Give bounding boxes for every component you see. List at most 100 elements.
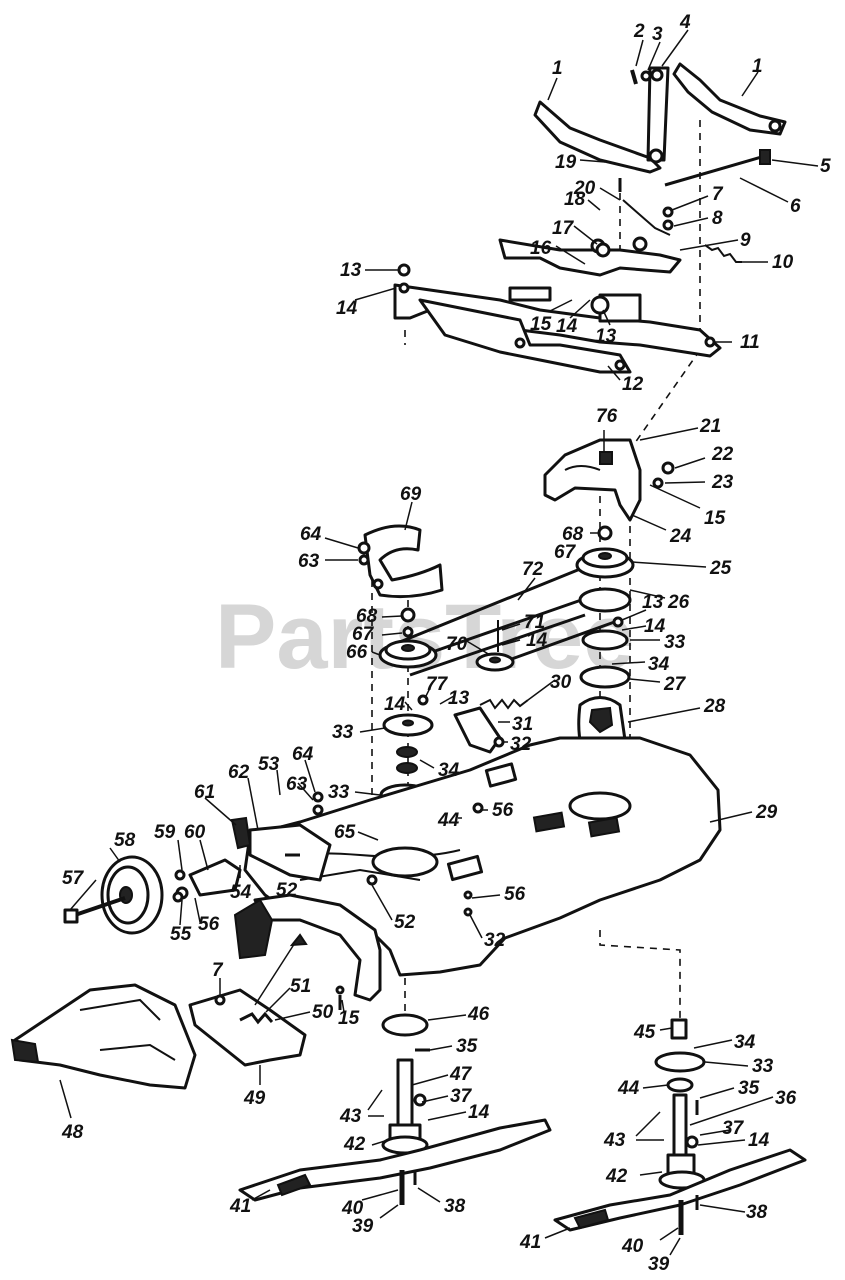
height-bracket [498,236,682,302]
callout-15: 15 [338,1008,360,1029]
spring-rod [618,178,671,236]
callout-66: 66 [346,642,368,663]
callout-14: 14 [384,694,406,715]
callout-3: 3 [652,24,663,45]
callout-43: 43 [339,1106,362,1127]
callout-46: 46 [467,1004,490,1025]
callout-50: 50 [312,1002,334,1023]
callout-1: 1 [552,58,563,79]
callout-34: 34 [648,654,670,675]
idler-bracket [543,438,642,522]
callout-69: 69 [400,484,422,505]
callout-28: 28 [703,696,726,717]
callout-11: 11 [740,332,760,353]
callout-54: 54 [230,882,252,903]
callout-44: 44 [617,1078,640,1099]
callout-20: 20 [573,178,596,199]
callout-62: 62 [228,762,250,783]
callout-14: 14 [526,630,548,651]
callout-42: 42 [343,1134,366,1155]
callout-41: 41 [519,1232,541,1253]
callout-4: 4 [679,12,691,33]
callout-19: 19 [555,152,577,173]
callout-labels: 1 2 3 4 1 5 19 20 6 18 7 8 17 9 16 10 13… [61,12,831,1275]
callout-36: 36 [775,1088,797,1109]
callout-38: 38 [746,1202,768,1223]
leader-lines [59,29,819,1256]
callout-72: 72 [522,559,544,580]
callout-34: 34 [734,1032,756,1053]
callout-31: 31 [512,714,533,735]
callout-64: 64 [300,524,322,545]
callout-37: 37 [450,1086,473,1107]
callout-57: 57 [62,868,85,889]
callout-5: 5 [820,156,831,177]
callout-49: 49 [243,1088,266,1109]
callout-35: 35 [738,1078,760,1099]
spindle-left [238,1013,552,1205]
lift-arm-left [533,100,662,174]
callout-40: 40 [621,1236,644,1257]
callout-60: 60 [184,822,206,843]
callout-56: 56 [198,914,220,935]
callout-39: 39 [352,1216,374,1237]
callout-23: 23 [711,472,734,493]
callout-55: 55 [170,924,192,945]
callout-52: 52 [394,912,416,933]
callout-29: 29 [755,802,778,823]
callout-32: 32 [510,734,532,755]
callout-45: 45 [633,1022,656,1043]
mower-deck [243,736,722,977]
callout-21: 21 [699,416,721,437]
hanger-bracket [393,283,722,374]
pin-bolt [630,69,652,85]
callout-2: 2 [633,21,645,42]
callout-33: 33 [328,782,350,803]
callout-51: 51 [290,976,311,997]
callout-41: 41 [229,1196,251,1217]
idler-pulley [475,620,515,672]
callout-63: 63 [298,551,320,572]
callout-77: 77 [426,674,449,695]
callout-8: 8 [712,208,723,229]
callout-13: 13 [340,260,362,281]
deflector-bracket [188,933,308,1067]
callout-27: 27 [663,674,687,695]
callout-10: 10 [772,252,794,273]
callout-7: 7 [712,184,724,205]
callout-13: 13 [448,688,470,709]
callout-56: 56 [504,884,526,905]
callout-47: 47 [449,1064,473,1085]
hardware-nuts [172,206,699,1149]
callout-68: 68 [562,524,584,545]
callout-13: 13 [642,592,664,613]
callout-63: 63 [286,774,308,795]
chute-bracket [233,893,382,1002]
belt-guard [363,524,444,599]
spring-10 [704,244,742,263]
callout-14: 14 [556,316,578,337]
callout-6: 6 [790,196,801,217]
callout-68: 68 [356,606,378,627]
callout-14: 14 [468,1102,490,1123]
callout-33: 33 [752,1056,774,1077]
callout-32: 32 [484,930,506,951]
callout-67: 67 [554,542,577,563]
callout-59: 59 [154,822,176,843]
callout-14: 14 [644,616,666,637]
callout-65: 65 [334,822,356,843]
callout-43: 43 [603,1130,626,1151]
callout-9: 9 [740,230,751,251]
callout-40: 40 [341,1198,364,1219]
callout-52: 52 [276,880,298,901]
callout-1: 1 [752,56,763,77]
link-arm [646,66,670,164]
callout-14: 14 [748,1130,770,1151]
callout-76: 76 [596,406,618,427]
lift-arm-right [672,62,787,136]
callout-53: 53 [258,754,280,775]
callout-61: 61 [194,782,215,803]
callout-25: 25 [709,558,732,579]
callout-34: 34 [438,760,460,781]
